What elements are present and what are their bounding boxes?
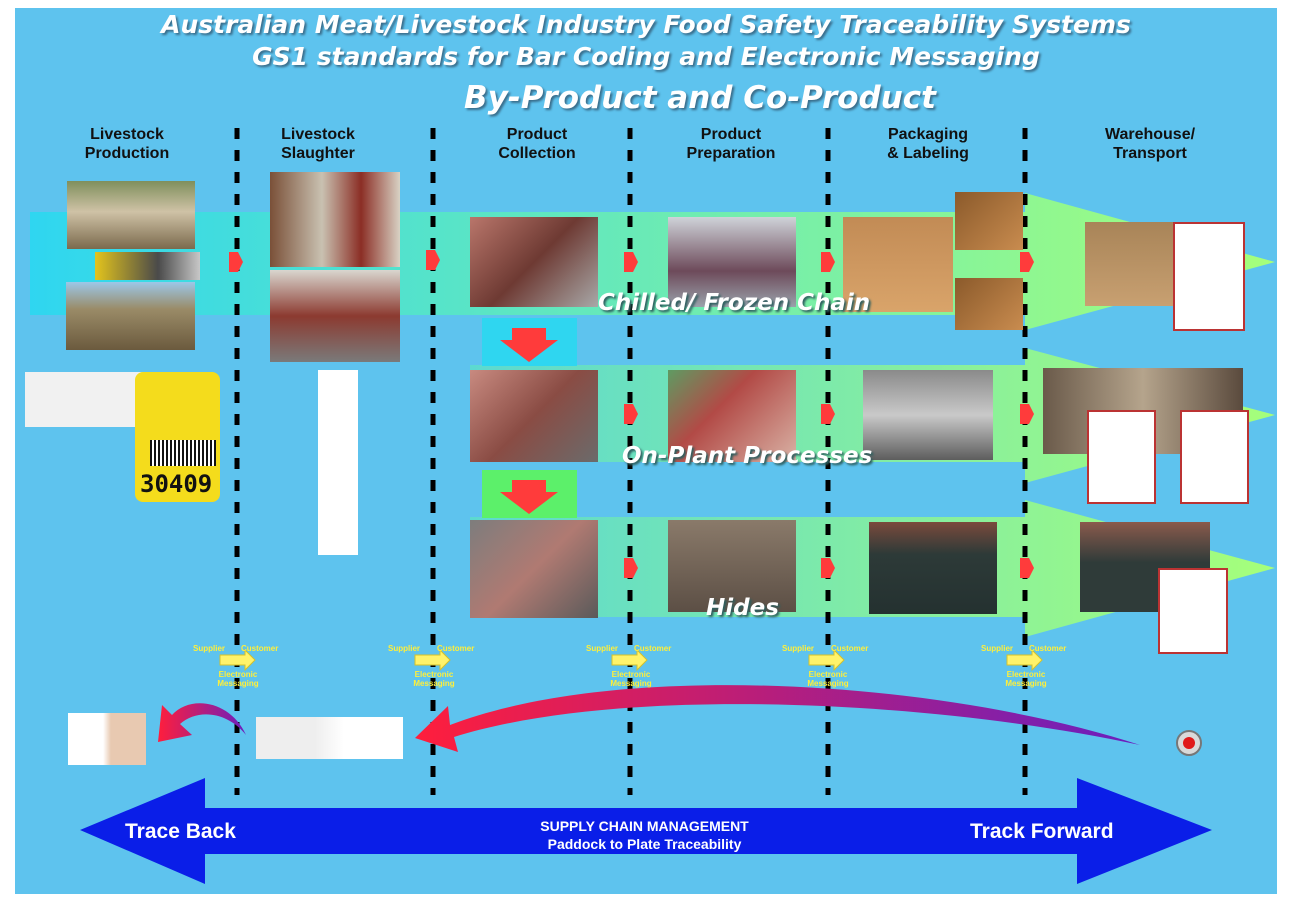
preparation-photo-2 — [668, 370, 796, 462]
slaughter-photo-1 — [270, 172, 400, 267]
ear-tag-number: 30409 — [140, 470, 213, 498]
tallow-label-2 — [1180, 410, 1249, 504]
hides-label — [1158, 568, 1228, 654]
step-arrow-1-4 — [821, 252, 835, 272]
step-arrow-3-3 — [1020, 558, 1034, 578]
supplier-label-1: Supplier — [193, 644, 226, 653]
step-arrow-3-1 — [624, 558, 638, 578]
msg-arrow-2 — [414, 648, 451, 672]
customer-label-2: Customer — [437, 644, 475, 653]
title-line-2: GS1 standards for Bar Coding and Electro… — [252, 42, 1040, 71]
warehouse-photo-1 — [1085, 222, 1183, 306]
ear-tag — [135, 372, 220, 502]
cattle-photo — [67, 181, 195, 249]
carcass-ticket — [318, 370, 358, 555]
hides-bin-photo — [869, 522, 997, 614]
lane-label-hides: Hides — [706, 595, 779, 621]
down-arrow-2 — [500, 480, 558, 514]
step-arrow-3-2 — [821, 558, 835, 578]
customer-label-4: Customer — [831, 644, 869, 653]
packaging-photo-2 — [955, 192, 1023, 250]
step-arrow-1-1 — [229, 252, 243, 272]
carton-label-1 — [1173, 222, 1245, 331]
lane-label-onplant: On-Plant Processes — [622, 443, 873, 469]
ear-tag-barcode — [150, 440, 216, 466]
trace-back-curve — [415, 685, 1140, 752]
supplier-label-4: Supplier — [782, 644, 815, 653]
msg-arrow-3 — [611, 648, 648, 672]
supply-chain-title: SUPPLY CHAIN MANAGEMENT — [540, 818, 749, 834]
packaging-photo-1 — [843, 217, 953, 312]
sample-label-photo — [68, 713, 146, 765]
step-arrow-2-3 — [1020, 404, 1034, 424]
lane-label-chilled: Chilled/ Frozen Chain — [598, 290, 871, 316]
supplier-label-3: Supplier — [586, 644, 619, 653]
supply-chain-subtitle: Paddock to Plate Traceability — [547, 836, 742, 852]
msg-arrow-4 — [808, 648, 845, 672]
preparation-photo-3 — [668, 520, 796, 612]
record-button[interactable] — [1176, 730, 1202, 756]
supply-chain-arrow — [80, 778, 1212, 884]
msg-arrow-1 — [219, 648, 256, 672]
trace-back-label: Trace Back — [125, 820, 236, 843]
supplier-label-5: Supplier — [981, 644, 1014, 653]
step-arrow-2-1 — [624, 404, 638, 424]
stage-warehouse-transport: Warehouse/Transport — [1104, 126, 1196, 162]
packaging-photo-3 — [955, 278, 1023, 330]
title-line-3: By-Product and Co-Product — [464, 80, 936, 116]
customer-label-1: Customer — [241, 644, 279, 653]
down-arrow-1 — [500, 328, 558, 362]
step-arrow-1-5 — [1020, 252, 1034, 272]
collection-photo-3 — [470, 520, 598, 618]
supplier-label-2: Supplier — [388, 644, 421, 653]
trace-back-curve-small — [158, 703, 246, 742]
preparation-photo-1 — [668, 217, 796, 307]
stage-packaging-labeling: Packaging& Labeling — [887, 126, 969, 162]
msg-arrow-5 — [1006, 648, 1043, 672]
step-arrow-1-3 — [624, 252, 638, 272]
step-arrow-2-2 — [821, 404, 835, 424]
customer-label-5: Customer — [1029, 644, 1067, 653]
feedlot-photo — [66, 282, 195, 350]
tallow-label-1 — [1087, 410, 1156, 504]
record-icon — [1183, 737, 1195, 749]
process-plant-photo — [863, 370, 993, 460]
slaughter-photo-2 — [270, 270, 400, 362]
step-arrow-1-2 — [426, 250, 440, 270]
collection-photo-2 — [470, 370, 598, 462]
truck-photo — [95, 252, 200, 280]
title-line-1: Australian Meat/Livestock Industry Food … — [161, 10, 1131, 39]
customer-label-3: Customer — [634, 644, 672, 653]
track-forward-label: Track Forward — [970, 820, 1114, 843]
rfid-tags-photo — [25, 372, 150, 427]
collection-photo-1 — [470, 217, 598, 307]
dna-sample-photo — [256, 717, 403, 759]
